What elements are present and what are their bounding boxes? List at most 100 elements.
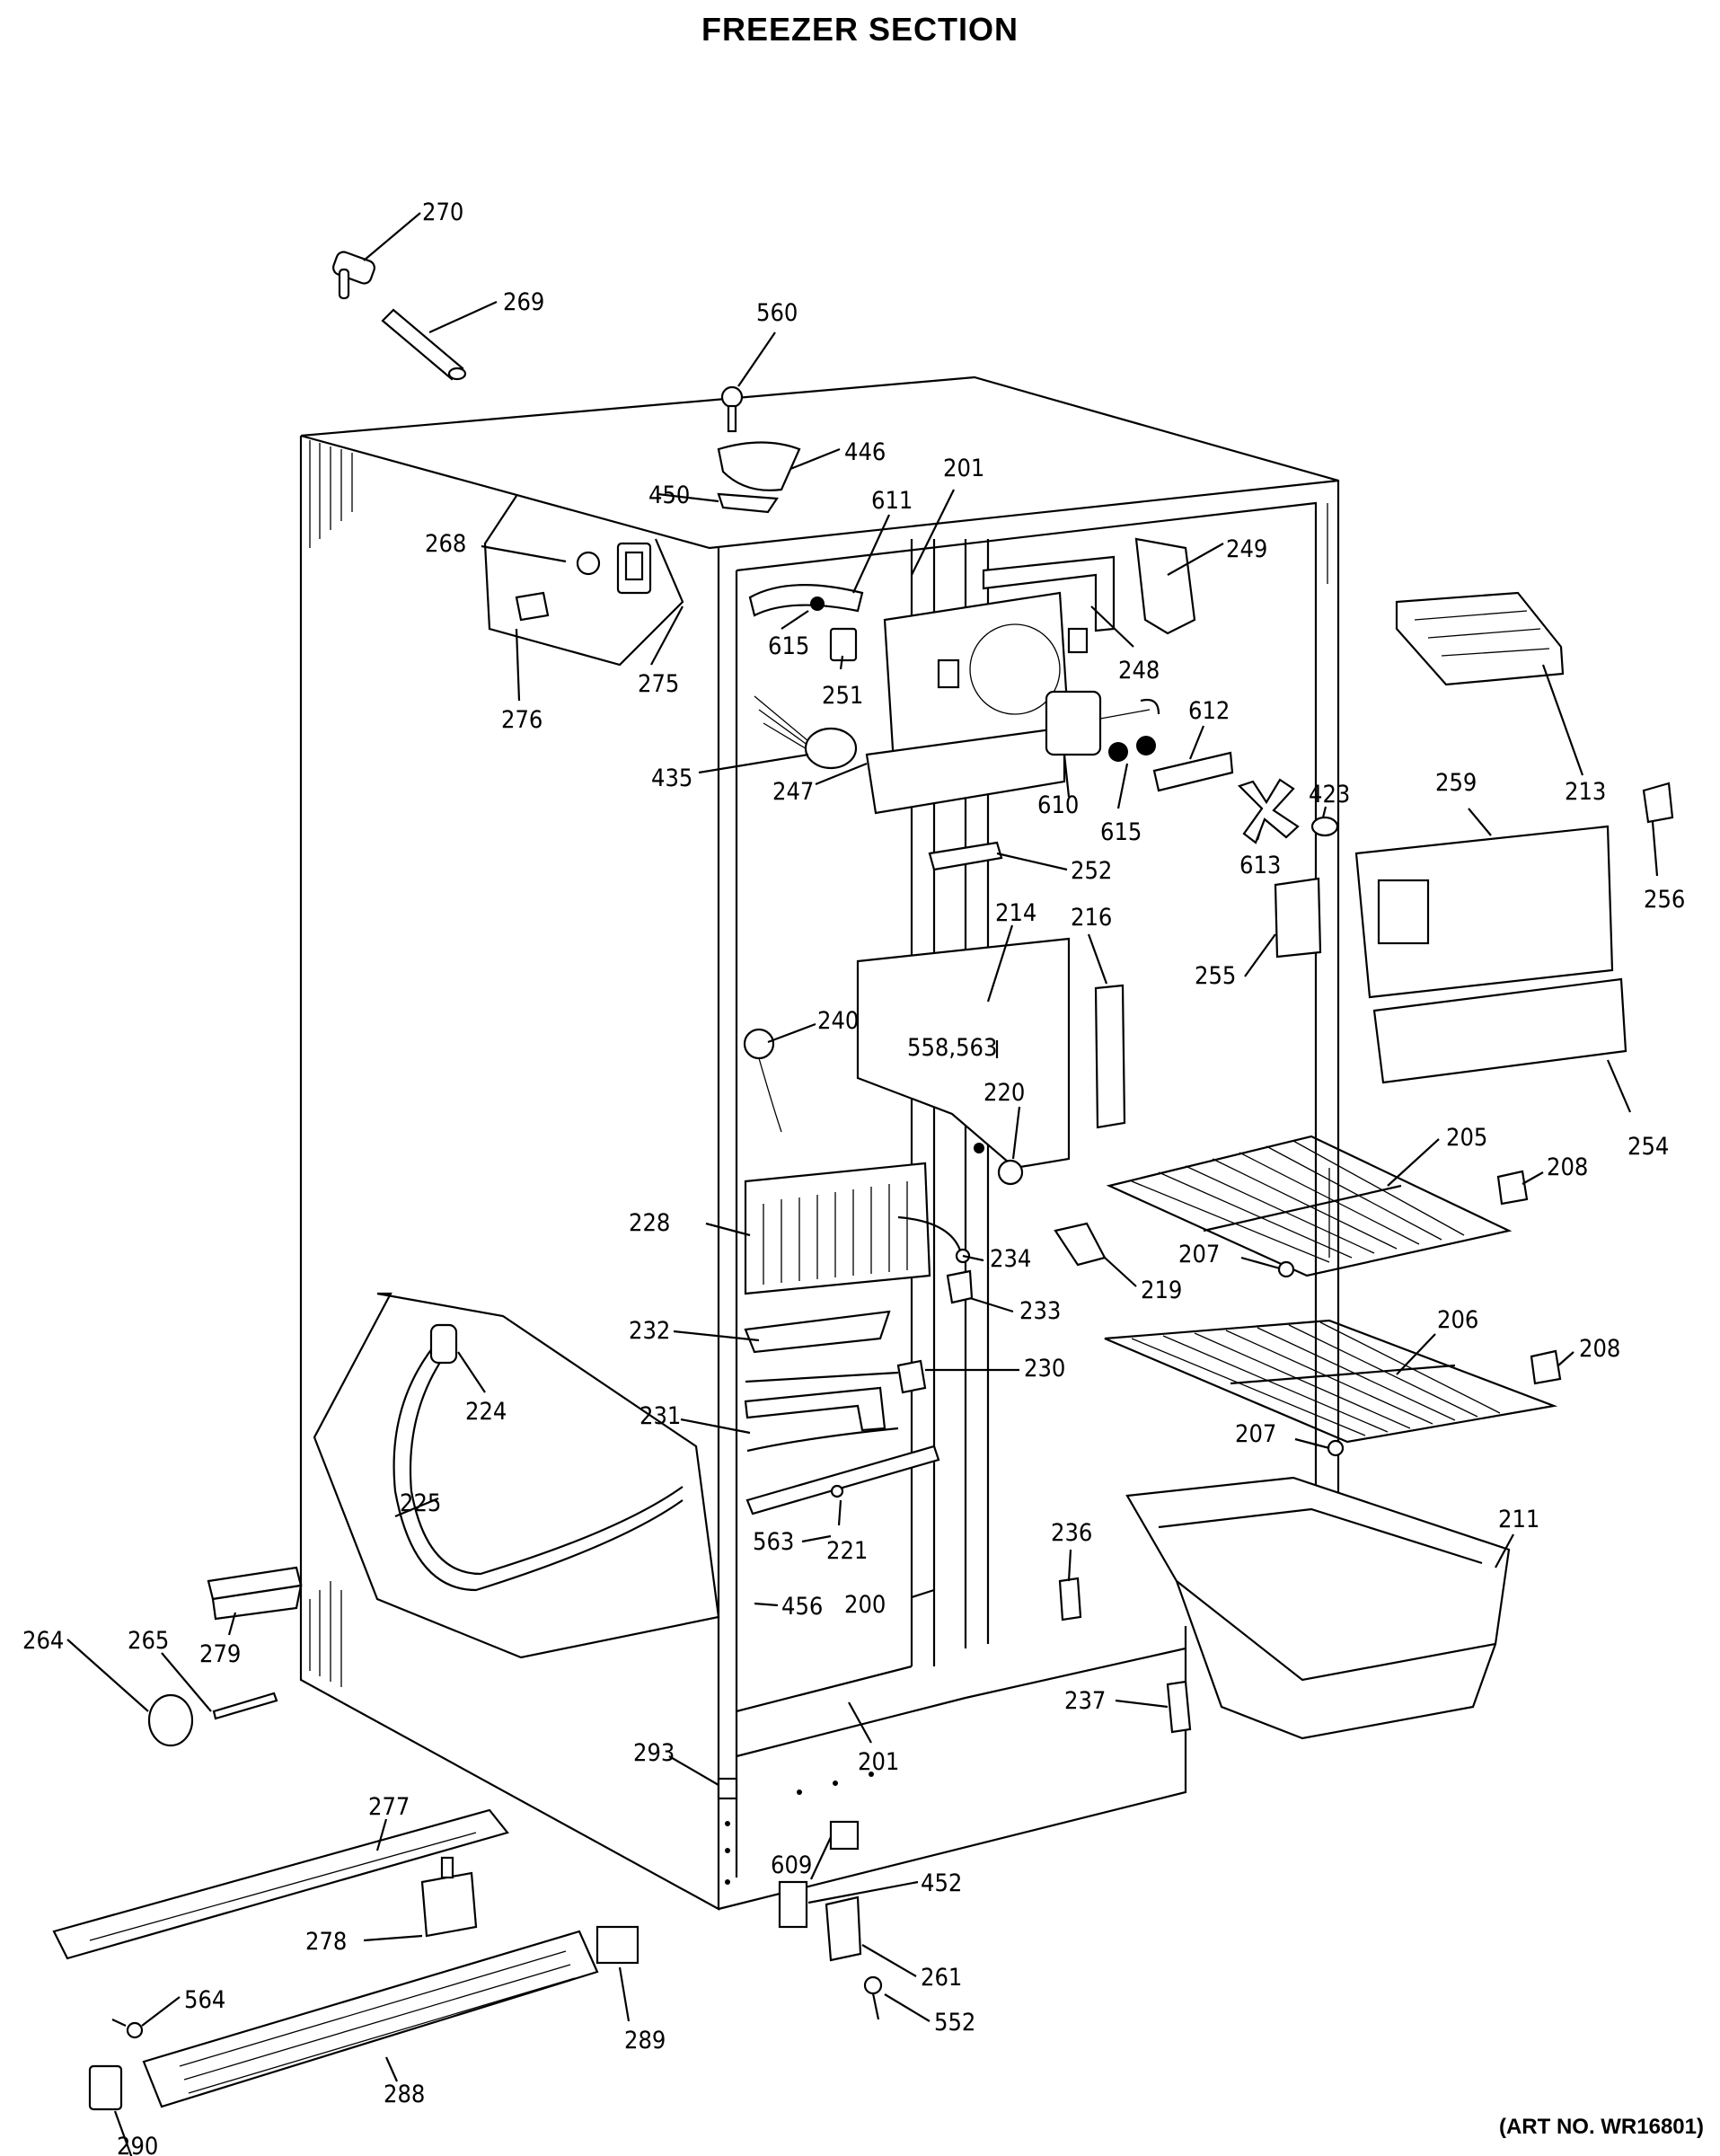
part-230 — [745, 1359, 927, 1394]
callout-435: 435 — [651, 764, 692, 792]
part-612 — [1152, 751, 1234, 792]
shelf-205 — [1106, 1135, 1513, 1277]
callout-278: 278 — [305, 1928, 347, 1956]
part-232-trough — [744, 1310, 891, 1354]
callout-205: 205 — [1446, 1124, 1487, 1152]
part-259-panel — [1354, 825, 1614, 999]
callout-290: 290 — [117, 2133, 158, 2156]
callout-233: 233 — [1019, 1297, 1061, 1325]
part-251 — [829, 627, 858, 662]
callout-293: 293 — [633, 1739, 675, 1767]
part-255 — [1274, 877, 1322, 959]
callout-276: 276 — [501, 706, 542, 734]
part-228-evaporator — [744, 1162, 931, 1295]
callout-609: 609 — [771, 1851, 812, 1879]
part-207a — [1277, 1260, 1295, 1278]
callout-613: 613 — [1239, 852, 1281, 879]
callout-214: 214 — [995, 899, 1036, 927]
callout-288: 288 — [384, 2081, 425, 2108]
part-269-tube — [381, 308, 467, 381]
part-211-bin — [1125, 1476, 1511, 1740]
art-number: (ART NO. WR16801) — [1498, 2115, 1704, 2139]
callout-289: 289 — [624, 2027, 666, 2054]
diagram-title: FREEZER SECTION — [701, 11, 1019, 48]
callout-labels: 270 269 560 446 450 611 201 249 268 615 … — [22, 199, 1685, 2156]
part-214-cover — [856, 937, 1071, 1186]
callout-211: 211 — [1498, 1506, 1539, 1533]
callout-206: 206 — [1437, 1306, 1478, 1334]
part-264 — [147, 1693, 194, 1747]
callout-259: 259 — [1435, 769, 1477, 797]
callout-254: 254 — [1627, 1133, 1669, 1161]
part-261-hinge — [825, 1895, 862, 1962]
callout-268: 268 — [425, 530, 466, 558]
callout-563: 563 — [753, 1528, 794, 1556]
part-450 — [717, 492, 779, 514]
part-609 — [829, 1820, 860, 1851]
callout-275: 275 — [638, 670, 679, 698]
part-252 — [928, 841, 1003, 871]
callout-225: 225 — [400, 1489, 441, 1517]
callout-208-bottom: 208 — [1579, 1335, 1620, 1363]
callout-207-bottom: 207 — [1235, 1420, 1276, 1448]
callout-279: 279 — [199, 1640, 241, 1668]
callout-446: 446 — [844, 438, 886, 466]
callout-230: 230 — [1024, 1355, 1065, 1383]
callout-200: 200 — [844, 1591, 886, 1619]
callout-611: 611 — [871, 487, 913, 515]
part-289 — [595, 1925, 639, 1965]
part-293 — [717, 1777, 738, 1800]
part-219 — [1054, 1222, 1107, 1267]
callout-615-bottom: 615 — [1100, 818, 1142, 846]
part-208a — [1496, 1170, 1529, 1206]
part-247-bracket — [865, 726, 1066, 815]
callout-224: 224 — [465, 1398, 507, 1426]
part-207b — [1327, 1439, 1345, 1457]
callout-234: 234 — [990, 1245, 1031, 1273]
part-288-grille — [142, 1930, 599, 2108]
callout-201-bottom: 201 — [858, 1748, 899, 1776]
leader-lines — [66, 212, 1659, 2156]
part-233 — [946, 1269, 974, 1304]
part-236 — [1058, 1577, 1082, 1621]
callout-247: 247 — [772, 778, 814, 806]
callout-261: 261 — [921, 1964, 962, 1992]
callout-252: 252 — [1071, 857, 1112, 885]
part-249 — [1134, 537, 1196, 635]
part-270 — [332, 251, 375, 300]
callout-610: 610 — [1037, 791, 1079, 819]
part-248-housing — [883, 555, 1116, 765]
part-254-cover — [1372, 977, 1627, 1084]
part-423 — [1310, 816, 1339, 837]
part-610-fan-motor — [1045, 690, 1160, 756]
part-256 — [1642, 782, 1674, 824]
part-290 — [88, 2064, 123, 2111]
callout-255: 255 — [1195, 962, 1236, 990]
callout-201-top: 201 — [943, 455, 984, 482]
callout-552: 552 — [934, 2009, 975, 2037]
callout-228: 228 — [629, 1209, 670, 1237]
part-611-bracket — [748, 584, 864, 617]
part-208b — [1530, 1349, 1562, 1385]
callout-216: 216 — [1071, 904, 1112, 932]
callout-251: 251 — [822, 682, 863, 710]
part-552-screw — [863, 1975, 883, 2020]
callout-265: 265 — [128, 1627, 169, 1655]
part-240 — [743, 1028, 782, 1133]
part-615-grommets — [1108, 736, 1156, 762]
part-216 — [1094, 984, 1126, 1129]
callout-208-top: 208 — [1547, 1153, 1588, 1181]
callout-236: 236 — [1051, 1519, 1092, 1547]
callout-452: 452 — [921, 1869, 962, 1897]
callout-256: 256 — [1644, 886, 1685, 914]
callout-231: 231 — [639, 1402, 681, 1430]
shelf-206 — [1104, 1319, 1558, 1444]
callout-264: 264 — [22, 1627, 64, 1655]
part-221-bracket — [745, 1445, 940, 1515]
callout-232: 232 — [629, 1317, 670, 1345]
callout-221: 221 — [826, 1537, 868, 1565]
part-265 — [212, 1692, 278, 1720]
part-435 — [754, 695, 858, 770]
part-213-ice-tray — [1395, 591, 1565, 686]
callout-240: 240 — [817, 1007, 859, 1035]
